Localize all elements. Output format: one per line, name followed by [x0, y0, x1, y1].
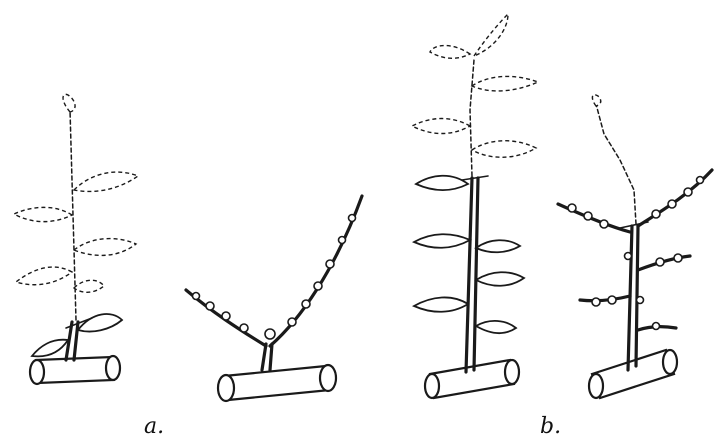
leaf — [32, 340, 68, 357]
stem-dashed — [596, 104, 636, 224]
leaf — [476, 240, 520, 252]
figure-b-right-shoot — [558, 95, 712, 398]
stem-solid — [628, 226, 632, 370]
stem-dashed — [470, 60, 474, 176]
figure-label-b: b. — [540, 414, 561, 439]
rootstock-log — [592, 350, 674, 398]
figure-b-left-shoot — [412, 14, 538, 398]
figure-a-right-shoot — [186, 196, 362, 401]
figure-label-a: a. — [144, 414, 164, 439]
stem-solid — [466, 178, 472, 372]
rootstock-log — [224, 366, 330, 400]
leaf — [414, 297, 468, 311]
leaf — [476, 321, 516, 333]
leaf — [416, 176, 468, 190]
figure-a-left-shoot — [14, 94, 138, 384]
leaf — [476, 272, 524, 286]
rootstock-log — [430, 360, 514, 398]
leaf — [414, 234, 470, 248]
leaf — [78, 314, 122, 332]
